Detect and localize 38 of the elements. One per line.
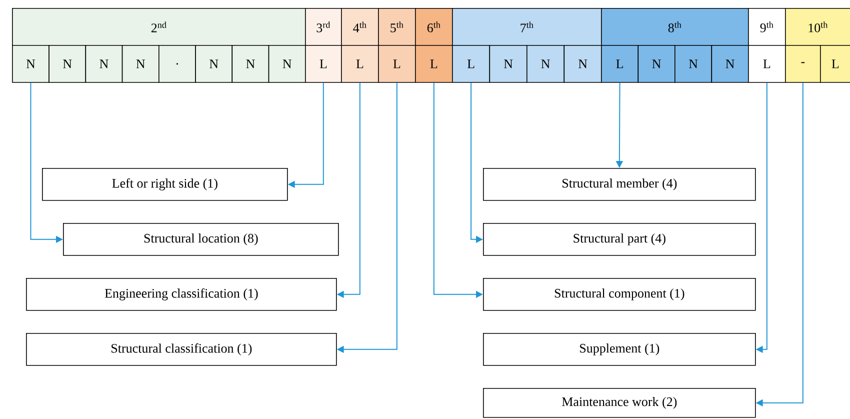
code-cell: N: [674, 45, 712, 83]
header-cell: 3$^{rd}$: [305, 8, 342, 46]
code-cell: N: [268, 45, 306, 83]
category-box: Left or right side (1): [42, 168, 288, 201]
node-label: 10$^{th}$: [808, 22, 828, 32]
code-cell: N: [12, 45, 50, 83]
code-cell: L: [305, 45, 342, 83]
header-cell: 5$^{th}$: [378, 8, 416, 46]
category-box: Engineering classification (1): [26, 278, 337, 311]
code-cell: N: [638, 45, 676, 83]
code-cell: N: [232, 45, 270, 83]
code-cell: L: [415, 45, 453, 83]
code-cell: L: [341, 45, 379, 83]
code-cell: N: [85, 45, 123, 83]
category-box: Structural classification (1): [26, 333, 337, 366]
category-box: Structural location (8): [63, 222, 339, 256]
code-cell: N: [48, 45, 86, 83]
code-cell: -: [785, 45, 821, 83]
code-cell: N: [564, 45, 602, 83]
code-cell: .: [158, 45, 196, 83]
code-cell: L: [820, 45, 850, 83]
header-cell: 9$^{th}$: [748, 8, 786, 46]
category-box: Supplement (1): [483, 333, 756, 366]
code-cell: N: [195, 45, 233, 83]
header-cell: 4$^{th}$: [341, 8, 379, 46]
code-cell: L: [748, 45, 786, 83]
category-box: Structural part (4): [483, 222, 756, 256]
category-box: Structural component (1): [483, 278, 756, 311]
code-cell: L: [378, 45, 416, 83]
code-cell: N: [122, 45, 160, 83]
category-box: Structural member (4): [483, 168, 756, 201]
category-box: Maintenance work (2): [483, 388, 756, 418]
code-cell: L: [452, 45, 490, 83]
code-cell: N: [526, 45, 565, 83]
code-cell: N: [489, 45, 528, 83]
header-cell: 6$^{th}$: [415, 8, 453, 46]
code-cell: L: [601, 45, 639, 83]
code-cell: N: [711, 45, 749, 83]
